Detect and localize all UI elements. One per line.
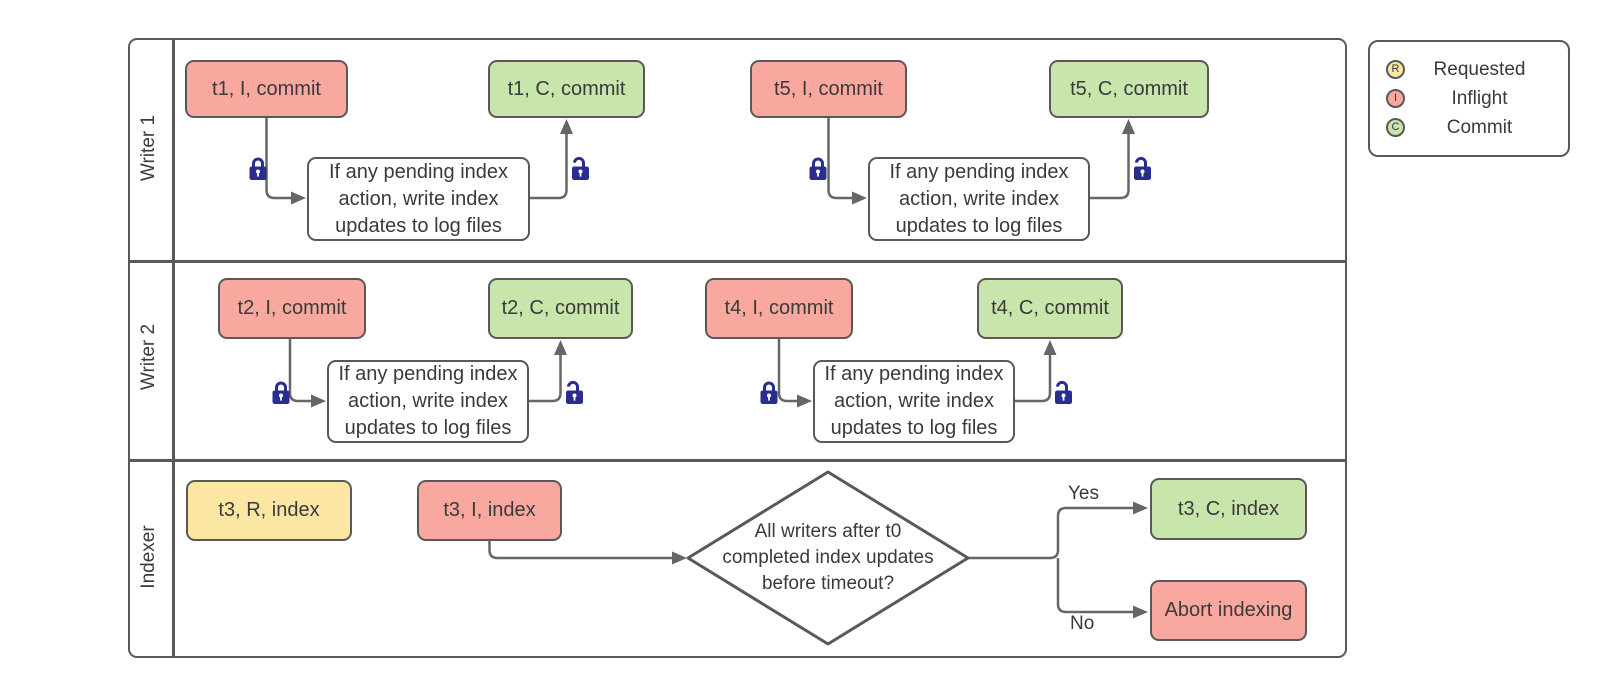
connector-note-to-t4-commit [1013, 355, 1052, 403]
connector-note-to-t5-commit [1090, 134, 1130, 200]
edge-label-no: No [1070, 613, 1095, 634]
node-t5-inflight: t5, I, commit [750, 60, 907, 118]
arrowhead [1133, 605, 1148, 619]
connector-t3-inflight-to-decision [488, 541, 673, 560]
inflight-badge-icon: I [1386, 89, 1405, 108]
closed-lock-icon [760, 381, 778, 404]
legend-label-inflight: Inflight [1451, 87, 1508, 109]
node-t4-commit: t4, C, commit [977, 278, 1123, 339]
connectors [265, 118, 1134, 614]
node-t4-inflight: t4, I, commit [705, 278, 853, 339]
node-pending-note-4: If any pending index action, write index… [813, 360, 1015, 443]
connector-decision-no [1056, 558, 1134, 614]
arrowhead [311, 394, 326, 408]
arrowhead [797, 394, 812, 408]
closed-lock-icon [249, 157, 267, 180]
commit-badge-icon: C [1386, 118, 1405, 137]
closed-lock-icon [272, 381, 290, 404]
legend-row-requested: R Requested [1386, 55, 1554, 84]
lane-header-divider [172, 40, 175, 656]
connector-decision-yes [968, 506, 1134, 560]
swimlane-pool [128, 38, 1347, 658]
legend-label-requested: Requested [1433, 58, 1526, 80]
arrowhead [1122, 119, 1135, 134]
connector-note-to-t1-commit [530, 134, 568, 200]
open-lock-icon [572, 156, 589, 180]
node-t3-inflight: t3, I, index [417, 480, 562, 541]
node-t5-commit: t5, C, commit [1049, 60, 1209, 118]
connector-note-to-t2-commit [525, 355, 562, 403]
legend: R Requested I Inflight C Commit [1368, 40, 1570, 157]
node-t3-commit: t3, C, index [1150, 478, 1307, 540]
lane-divider-1 [130, 260, 1345, 263]
legend-row-inflight: I Inflight [1386, 84, 1554, 113]
edge-label-yes: Yes [1068, 483, 1099, 504]
lane-divider-2 [130, 459, 1345, 462]
decision-diamond [686, 470, 970, 646]
node-t1-inflight: t1, I, commit [185, 60, 348, 118]
legend-label-commit: Commit [1446, 116, 1513, 138]
node-t2-commit: t2, C, commit [488, 278, 633, 339]
arrowhead [1133, 501, 1148, 515]
legend-row-commit: C Commit [1386, 113, 1554, 142]
arrowheads [291, 119, 1148, 619]
node-pending-note-1: If any pending index action, write index… [307, 157, 530, 241]
node-t3-requested: t3, R, index [186, 480, 352, 541]
arrowhead [672, 551, 687, 565]
open-lock-icon [566, 380, 583, 404]
arrowhead [560, 119, 573, 134]
arrowhead [291, 191, 306, 205]
open-lock-icon [1134, 156, 1151, 180]
arrowhead [554, 340, 567, 355]
node-t1-commit: t1, C, commit [488, 60, 645, 118]
node-pending-note-3: If any pending index action, write index… [327, 360, 529, 443]
arrowhead [852, 191, 867, 205]
connector-t1-inflight-to-note [265, 118, 292, 200]
decision-text: All writers after t0 completed index upd… [722, 521, 934, 594]
open-lock-icon [1055, 380, 1072, 404]
closed-lock-icon [809, 157, 827, 180]
requested-badge-icon: R [1386, 60, 1405, 79]
node-pending-note-2: If any pending index action, write index… [868, 157, 1090, 241]
node-abort-indexing: Abort indexing [1150, 580, 1307, 641]
node-t2-inflight: t2, I, commit [218, 278, 366, 339]
connector-t5-inflight-to-note [827, 118, 853, 200]
connector-t4-inflight-to-note [777, 339, 798, 403]
arrowhead [1043, 340, 1057, 355]
connector-t2-inflight-to-note [288, 339, 312, 403]
